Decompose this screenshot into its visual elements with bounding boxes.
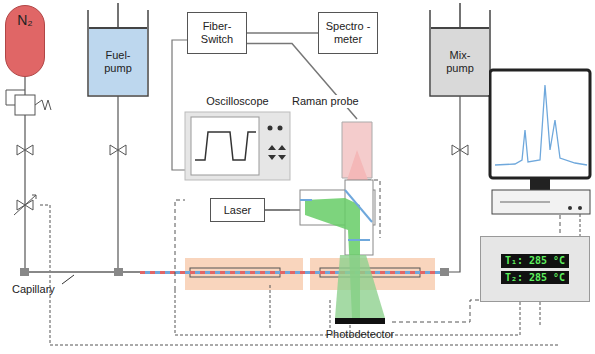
fiber-connector bbox=[247, 33, 318, 34]
fiber-connector bbox=[265, 210, 290, 211]
node-text: Laser bbox=[224, 204, 252, 217]
pump-box: Mix- pump bbox=[431, 29, 489, 95]
oscilloscope: Oscilloscope bbox=[185, 95, 290, 181]
pump-box: Fuel- pump bbox=[89, 29, 147, 95]
raman-probe: Raman probe bbox=[290, 95, 378, 240]
spectrometer-box: Spectro -meter bbox=[318, 12, 378, 54]
fiber-connector bbox=[247, 44, 357, 120]
node-text: Fuel- pump bbox=[96, 49, 140, 74]
temperature-display: T₁: 285 °C T₂: 285 °C bbox=[480, 236, 590, 302]
node-text: Raman probe bbox=[290, 95, 361, 108]
gas-cylinder: N₂ bbox=[5, 5, 45, 77]
switch-box: Fiber- Switch bbox=[187, 12, 247, 54]
node-text: Oscilloscope bbox=[204, 95, 270, 108]
part-label: Capillary bbox=[12, 283, 55, 295]
node-text: Spectro -meter bbox=[324, 20, 372, 45]
node-text: T₂: 285 °C bbox=[501, 271, 569, 285]
node-text: T₁: 285 °C bbox=[501, 254, 569, 268]
laser-box: Laser bbox=[210, 198, 265, 222]
node-text: Photodetector bbox=[326, 328, 395, 341]
node-text: Mix- pump bbox=[440, 49, 480, 74]
node-text: Fiber- Switch bbox=[197, 20, 237, 45]
node-text: N₂ bbox=[17, 12, 33, 28]
photodetector: Photodetector bbox=[318, 326, 402, 342]
